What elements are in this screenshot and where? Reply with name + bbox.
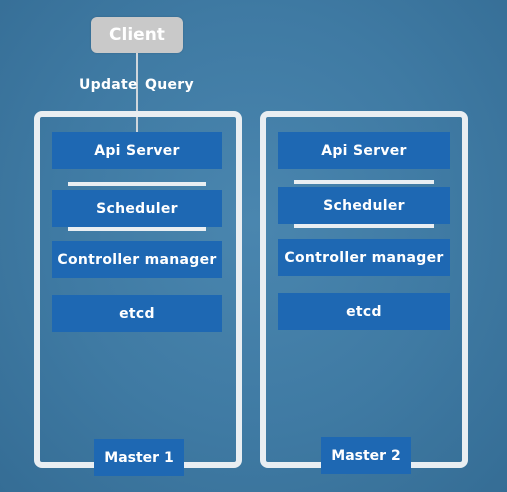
master-2-api-server: Api Server [278,132,450,169]
client-node: Client [91,17,183,53]
component-label: Api Server [321,142,407,159]
client-label: Client [109,25,165,45]
master-2-controller-manager: Controller manager [278,239,450,276]
component-label: Api Server [94,142,180,159]
component-label: Scheduler [96,200,178,217]
scheduler-top-bar [294,180,434,184]
scheduler-bottom-bar [68,227,206,231]
scheduler-bottom-bar [294,224,434,228]
scheduler-top-bar [68,182,206,186]
master-2-scheduler: Scheduler [278,187,450,224]
master-name: Master 2 [331,447,401,464]
master-2-container: Api Server Scheduler Controller manager … [260,111,468,474]
component-label: Controller manager [57,251,217,268]
master-1-scheduler: Scheduler [52,190,222,227]
master-2-label: Master 2 [321,437,411,474]
component-label: etcd [346,303,382,320]
master-1-label: Master 1 [94,439,184,476]
master-2-etcd: etcd [278,293,450,330]
update-label: Update [79,77,138,93]
component-label: Controller manager [284,249,444,266]
master-1-controller-manager: Controller manager [52,241,222,278]
component-label: etcd [119,305,155,322]
query-label: Query [145,77,194,93]
master-1-etcd: etcd [52,295,222,332]
master-1-container: Api Server Scheduler Controller manager … [34,111,242,476]
component-label: Scheduler [323,197,405,214]
master-name: Master 1 [104,449,174,466]
master-1-api-server: Api Server [52,132,222,169]
client-connector-line [136,53,138,133]
